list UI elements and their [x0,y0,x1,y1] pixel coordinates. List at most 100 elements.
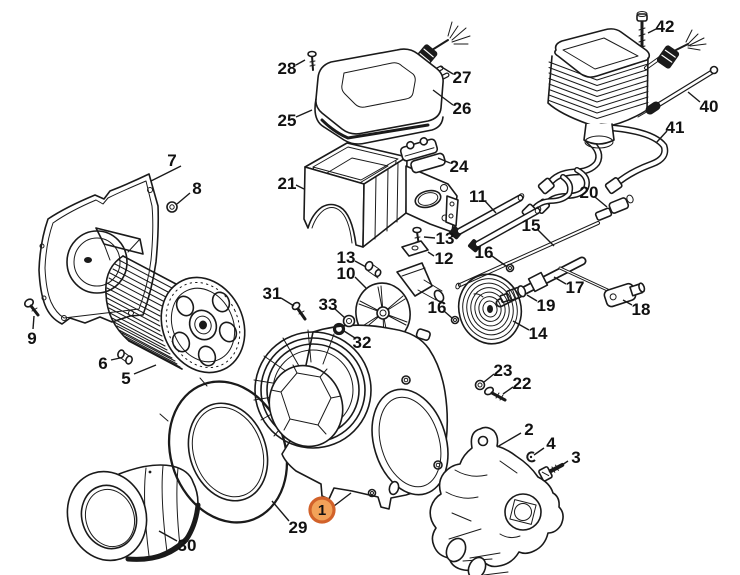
leader-line-33 [334,308,346,319]
part-callout-22[interactable]: 22 [513,374,532,393]
part-callout-13a[interactable]: 13 [436,229,455,248]
leader-line-23 [483,373,495,383]
part-14-coil-drawing [457,273,523,345]
leader-line-7 [150,165,182,182]
leader-line-16a [491,255,507,267]
part-32-washer-drawing [332,322,346,336]
leader-line-25 [295,109,313,118]
part-callout-16b[interactable]: 16 [428,298,447,317]
part-7-cover-drawing [38,173,160,325]
part-40-tube [637,65,719,118]
part-callout-23[interactable]: 23 [494,361,513,380]
grommet-41 [656,45,680,69]
part-callout-33[interactable]: 33 [319,295,338,314]
leader-line-15 [537,229,555,247]
part-5-fan-drum-drawing [105,255,246,374]
part-callout-3[interactable]: 3 [571,448,580,467]
part-callout-32[interactable]: 32 [353,333,372,352]
part-callout-6[interactable]: 6 [98,354,107,373]
part-16b-nut-drawing [450,315,460,325]
part-23-nut-drawing [474,379,486,391]
part-13b-screw-drawing [364,260,382,279]
part-callout-41[interactable]: 41 [666,118,685,137]
leader-line-18 [622,299,633,306]
part-callout-31[interactable]: 31 [263,284,282,303]
part-16a-nut-drawing [505,263,515,273]
part-1-housing-drawing [253,324,449,510]
part-callout-9[interactable]: 9 [27,329,36,348]
part-callout-21[interactable]: 21 [278,174,297,193]
leader-line-32 [343,330,356,339]
part-callout-12[interactable]: 12 [435,249,454,268]
part-callout-18[interactable]: 18 [632,300,651,319]
part-4-clip-drawing [526,451,536,463]
leader-line-6 [110,357,121,361]
part-20-connector-drawing [594,194,634,221]
part-18-bracket-drawing [603,282,646,308]
part-callout-30[interactable]: 30 [178,536,197,555]
frayed-wire-end [447,21,471,45]
leader-line-11 [484,200,497,214]
part-callout-8[interactable]: 8 [192,179,201,198]
leader-line-26 [432,89,454,106]
leader-line-28 [295,59,306,66]
leader-line-10 [354,276,367,289]
leader-line-9 [32,315,35,330]
part-30-nozzle-drawing [66,464,201,562]
part-callout-40[interactable]: 40 [700,97,719,116]
leader-line-29 [271,500,290,522]
leader-line-13a [423,236,436,239]
part-callout-20[interactable]: 20 [580,183,599,202]
part-33-nut-drawing [342,314,356,328]
part-callout-42[interactable]: 42 [656,17,675,36]
leader-line-1 [333,492,352,507]
leader-line-40 [687,91,701,103]
part-9-screw-drawing [24,298,40,317]
leader-line-12 [427,251,435,257]
part-callout-1[interactable]: 1 [318,502,326,519]
part-callout-15[interactable]: 15 [522,216,541,235]
part-callout-16a[interactable]: 16 [475,243,494,262]
leader-line-42 [647,28,657,34]
leader-line-2 [496,432,522,448]
part-callout-4[interactable]: 4 [546,434,556,453]
leader-line-8 [176,192,191,205]
part-callout-27[interactable]: 27 [453,68,472,87]
leader-line-41 [655,130,668,144]
part-31-screw-drawing [291,301,307,321]
part-callout-7[interactable]: 7 [167,151,176,170]
part-callout-5[interactable]: 5 [121,369,130,388]
part-callout-10[interactable]: 10 [337,264,356,283]
leader-line-4 [533,447,545,456]
leader-line-31 [280,297,295,307]
part-callout-29[interactable]: 29 [289,518,308,537]
leader-line-24 [437,157,451,164]
leader-line-14 [512,320,530,331]
part-6-bushing-drawing [117,349,133,365]
part-3-screw-drawing [538,462,565,482]
part-callout-26[interactable]: 26 [453,99,472,118]
part-12-clamp-drawing [401,240,429,257]
part-25-cap-drawing [314,21,471,145]
part-callout-25[interactable]: 25 [278,111,297,130]
part-11-tubes-drawing [449,193,542,253]
leader-line-13b [354,260,367,268]
part-24-bracket-drawing [399,137,446,174]
part-callout-2[interactable]: 2 [524,420,533,439]
part-callout-17[interactable]: 17 [566,278,585,297]
callout-highlight-ring[interactable] [308,496,336,524]
part-callout-28[interactable]: 28 [278,59,297,78]
part-callout-19[interactable]: 19 [537,296,556,315]
part-10-rotor-drawing [355,262,445,344]
part-28-screw-drawing [307,50,317,71]
leader-line-19 [526,294,538,302]
leader-line-3 [555,460,569,470]
part-callout-13b[interactable]: 13 [337,248,356,267]
part-callout-14[interactable]: 14 [529,324,548,343]
leader-line-27 [439,65,454,75]
part-callout-24[interactable]: 24 [450,157,469,176]
part-2-pump-drawing [429,426,564,575]
part-callout-11[interactable]: 11 [469,187,487,206]
